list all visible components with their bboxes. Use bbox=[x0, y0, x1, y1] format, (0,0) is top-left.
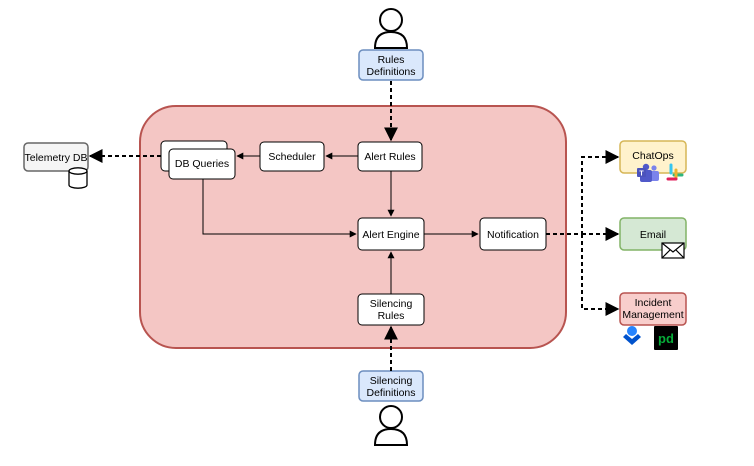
silencing-definitions-node[interactable]: Silencing Definitions bbox=[358, 370, 424, 402]
incident-management-label-line1: Incident bbox=[635, 297, 672, 309]
user-icon bbox=[373, 8, 409, 49]
teams-icon: T bbox=[637, 163, 659, 182]
alert-rules-node[interactable]: Alert Rules bbox=[357, 141, 423, 172]
pagerduty-logo-text: pd bbox=[658, 331, 674, 346]
svg-text:T: T bbox=[639, 171, 644, 178]
telemetry-db-label: Telemetry DB bbox=[24, 152, 87, 164]
envelope-icon bbox=[661, 242, 685, 259]
silencing-definitions-label-line2: Definitions bbox=[366, 387, 415, 399]
alert-rules-label: Alert Rules bbox=[364, 151, 415, 163]
user-icon bbox=[373, 405, 409, 446]
scheduler-node[interactable]: Scheduler bbox=[259, 141, 325, 172]
alerting-system-container bbox=[139, 105, 567, 349]
slack-icon bbox=[666, 163, 684, 181]
scheduler-label: Scheduler bbox=[268, 151, 316, 163]
pagerduty-icon: pd bbox=[654, 326, 678, 350]
database-icon bbox=[68, 167, 88, 189]
silencing-definitions-label-line1: Silencing bbox=[370, 375, 413, 387]
edge-notification-to-incident-management bbox=[581, 234, 620, 316]
db-queries-node[interactable]: DB Queries bbox=[160, 140, 236, 180]
alert-engine-node[interactable]: Alert Engine bbox=[357, 217, 425, 251]
telemetry-db-node[interactable]: Telemetry DB bbox=[23, 142, 89, 172]
db-queries-label: DB Queries bbox=[175, 158, 229, 170]
email-node[interactable]: Email bbox=[619, 217, 687, 251]
opsgenie-icon bbox=[623, 326, 641, 345]
silencing-rules-node[interactable]: Silencing Rules bbox=[357, 293, 425, 326]
alert-engine-label: Alert Engine bbox=[362, 229, 419, 241]
edge-db-queries-to-alert-engine bbox=[202, 179, 357, 238]
edge-notification-to-chatops bbox=[546, 150, 620, 235]
silencing-rules-label-line2: Rules bbox=[378, 310, 405, 322]
incident-management-node[interactable]: Incident Management bbox=[619, 292, 687, 326]
rules-definitions-label-line2: Definitions bbox=[366, 66, 415, 78]
chatops-label: ChatOps bbox=[632, 150, 673, 162]
email-label: Email bbox=[640, 229, 666, 241]
notification-node[interactable]: Notification bbox=[479, 217, 547, 251]
rules-definitions-label-line1: Rules bbox=[378, 54, 405, 66]
silencing-rules-label-line1: Silencing bbox=[370, 298, 413, 310]
notification-label: Notification bbox=[487, 229, 539, 241]
rules-definitions-node[interactable]: Rules Definitions bbox=[358, 49, 424, 81]
incident-management-label-line2: Management bbox=[622, 309, 683, 321]
